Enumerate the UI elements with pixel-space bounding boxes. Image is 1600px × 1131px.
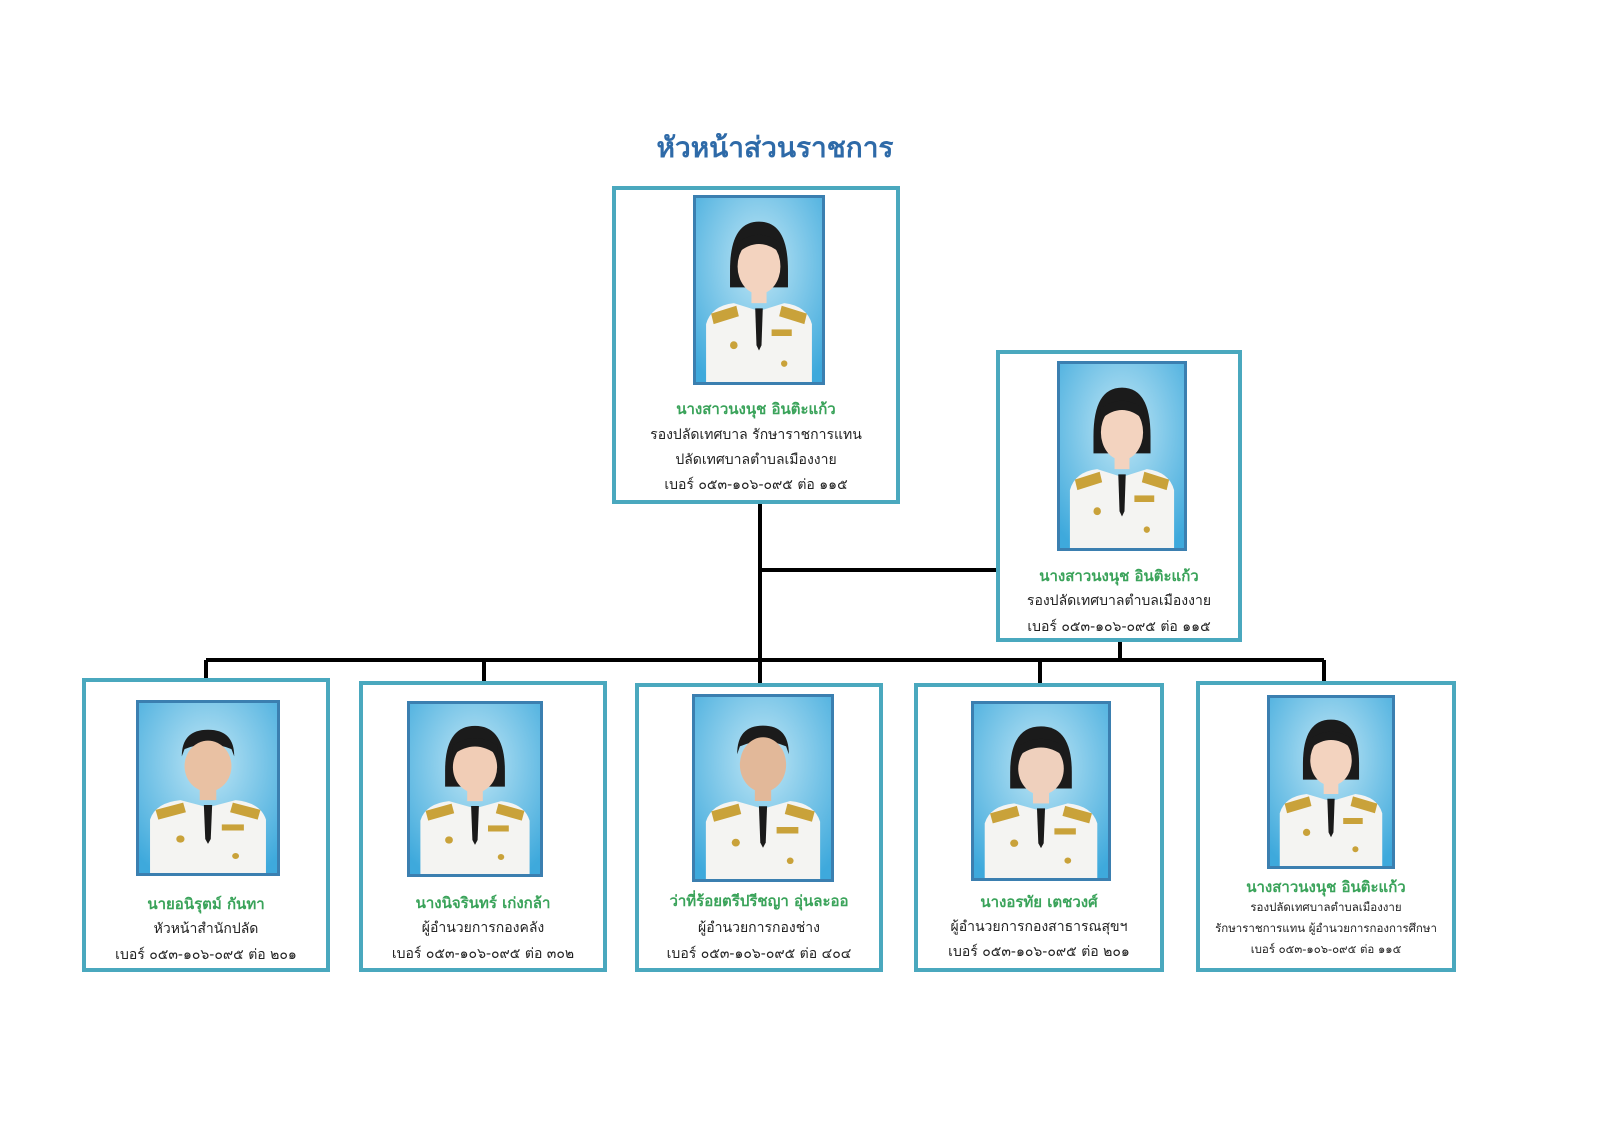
person-position: ปลัดเทศบาลตำบลเมืองงาย (675, 452, 837, 468)
person-position: ผู้อำนวยการกองช่าง (698, 920, 820, 936)
person-phone: เบอร์ ๐๕๓-๑๐๖-๐๙๕ ต่อ ๑๑๕ (1250, 942, 1402, 956)
portrait-photo (136, 700, 280, 876)
portrait-photo (971, 701, 1111, 881)
person-phone: เบอร์ ๐๕๓-๑๐๖-๐๙๕ ต่อ ๓๐๒ (391, 946, 575, 962)
person-phone: เบอร์ ๐๕๓-๑๐๖-๐๙๕ ต่อ ๒๐๑ (948, 944, 1130, 960)
org-card-top: นางสาวนงนุช อินติะแก้ว รองปลัดเทศบาล รัก… (612, 186, 900, 504)
person-position: ผู้อำนวยการกองคลัง (421, 920, 545, 936)
person-name: นางอรทัย เตชวงศ์ (980, 893, 1098, 911)
person-phone: เบอร์ ๐๕๓-๑๐๖-๐๙๕ ต่อ ๑๑๕ (664, 477, 848, 493)
person-name: นายอนิรุตม์ กันทา (147, 895, 265, 913)
org-card-head-5: นางสาวนงนุช อินติะแก้ว รองปลัดเทศบาลตำบล… (1196, 681, 1456, 972)
person-position: รองปลัดเทศบาล รักษาราชการแทน (650, 427, 862, 443)
person-phone: เบอร์ ๐๕๓-๑๐๖-๐๙๕ ต่อ ๒๐๑ (115, 947, 297, 963)
org-card-deputy: นางสาวนงนุช อินติะแก้ว รองปลัดเทศบาลตำบล… (996, 350, 1242, 642)
person-position: รักษาราชการแทน ผู้อำนวยการกองการศึกษา (1215, 921, 1437, 935)
person-phone: เบอร์ ๐๕๓-๑๐๖-๐๙๕ ต่อ ๑๑๕ (1027, 619, 1211, 635)
portrait-photo (1267, 695, 1395, 869)
portrait-photo (407, 701, 543, 877)
portrait-photo (692, 694, 834, 882)
person-name: นางนิจรินทร์ เก่งกล้า (415, 894, 551, 912)
org-card-head-2: นางนิจรินทร์ เก่งกล้า ผู้อำนวยการกองคลัง… (359, 681, 607, 972)
person-position: รองปลัดเทศบาลตำบลเมืองงาย (1026, 593, 1212, 609)
person-position: รองปลัดเทศบาลตำบลเมืองงาย (1250, 900, 1402, 914)
person-position: หัวหน้าสำนักปลัด (153, 921, 259, 937)
person-name: นางสาวนงนุช อินติะแก้ว (676, 400, 836, 418)
org-card-head-1: นายอนิรุตม์ กันทา หัวหน้าสำนักปลัด เบอร์… (82, 678, 330, 972)
org-card-head-3: ว่าที่ร้อยตรีปรีชญา อุ่นละออ ผู้อำนวยการ… (635, 683, 883, 972)
person-position: ผู้อำนวยการกองสาธารณสุขฯ (950, 919, 1128, 935)
portrait-photo (693, 195, 825, 385)
chart-title: หัวหน้าส่วนราชการ (656, 131, 894, 164)
person-name: นางสาวนงนุช อินติะแก้ว (1039, 567, 1199, 585)
person-name: นางสาวนงนุช อินติะแก้ว (1246, 878, 1406, 896)
org-card-head-4: นางอรทัย เตชวงศ์ ผู้อำนวยการกองสาธารณสุข… (914, 683, 1164, 972)
portrait-photo (1057, 361, 1187, 551)
person-phone: เบอร์ ๐๕๓-๑๐๖-๐๙๕ ต่อ ๔๐๔ (666, 946, 852, 962)
person-name: ว่าที่ร้อยตรีปรีชญา อุ่นละออ (669, 892, 849, 910)
